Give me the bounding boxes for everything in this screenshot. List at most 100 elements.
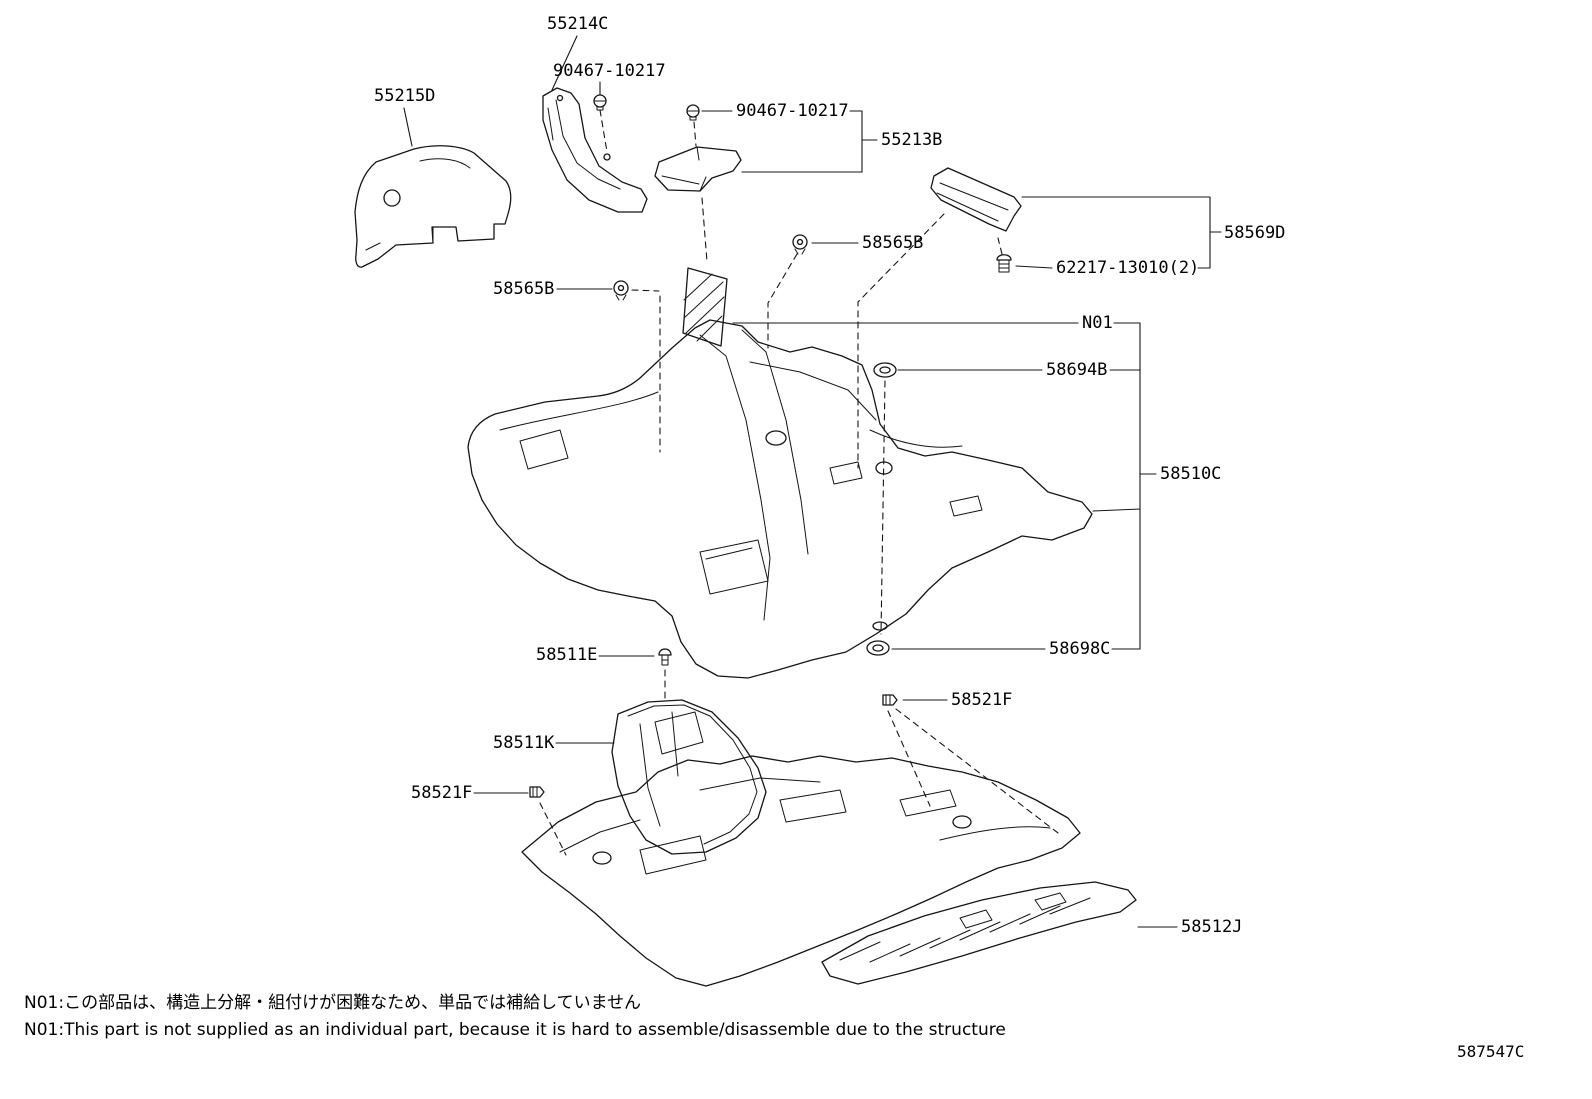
- fastener-62217-13010: [996, 254, 1012, 273]
- part-pedal-pad: [682, 267, 728, 347]
- part-55215D-hole: [383, 189, 401, 207]
- grommet-outer: [873, 362, 897, 378]
- part-label-55213B: 55213B: [881, 130, 943, 150]
- part-label-55215D: 55215D: [374, 86, 436, 106]
- part-label-55214C: 55214C: [547, 14, 609, 34]
- part-55213B: [654, 146, 742, 192]
- leader-62217-13010: [1015, 265, 1053, 269]
- part-55214C-hole: [556, 94, 564, 102]
- clip-legs: [794, 248, 806, 255]
- fastener-58698C: [866, 640, 890, 656]
- part-rear-carpet-hole-1: [592, 851, 612, 865]
- part-55215D-detail: [365, 158, 471, 251]
- part-label-58521F-left: 58521F: [411, 783, 473, 803]
- fastener-58521F-left: [529, 786, 545, 798]
- part-rear-carpet-detail: [559, 777, 1051, 875]
- part-label-58511K: 58511K: [493, 733, 555, 753]
- assembly-dashed-lines: [539, 109, 1059, 856]
- part-rear-carpet-hole-2: [952, 815, 972, 829]
- dash-90467-a: [599, 109, 608, 153]
- part-58510C-tunnel: [699, 329, 809, 621]
- dash-58521F-left: [539, 802, 567, 856]
- fastener-58565B-right: [792, 234, 808, 255]
- part-55214C-clip-hole: [603, 153, 611, 161]
- clip-head: [792, 234, 808, 250]
- part-55214C-detail: [547, 99, 621, 190]
- grommet-ribs: [998, 259, 1010, 273]
- part-58511K-outline: [611, 699, 767, 855]
- figure-code: 587547C: [1457, 1042, 1525, 1061]
- part-55214C: [542, 87, 648, 213]
- clip-center: [796, 238, 804, 246]
- part-label-58512J: 58512J: [1181, 917, 1243, 937]
- grommet-inner: [872, 644, 884, 652]
- part-58510C-details: [499, 361, 983, 595]
- leader-bracket-58510C: [1092, 322, 1157, 650]
- clip-detail: [885, 694, 891, 706]
- dash-58694B-to-58698C: [880, 380, 886, 635]
- part-58511K-detail: [627, 704, 758, 845]
- clip-head: [613, 280, 629, 296]
- clip-center: [617, 284, 625, 292]
- clip-detail: [686, 110, 700, 121]
- fastener-90467-10217-a: [593, 94, 607, 111]
- part-rear-carpet: [521, 755, 1081, 987]
- part-58511K: [611, 699, 767, 855]
- leader-bracket-58569D: [1021, 196, 1222, 269]
- part-label-58569D: 58569D: [1224, 223, 1286, 243]
- part-pedal-pad-hatch: [683, 273, 725, 342]
- fastener-58521F-right: [882, 694, 898, 706]
- grommet-dome: [996, 254, 1012, 261]
- part-58510C: [467, 319, 1093, 679]
- grommet-inner: [879, 366, 891, 374]
- pin-stem: [661, 654, 669, 666]
- part-label-58694B: 58694B: [1046, 360, 1108, 380]
- part-label-90467-10217-b: 90467-10217: [736, 101, 849, 121]
- part-58569D: [930, 167, 1022, 232]
- fastener-58565B-left: [613, 280, 629, 301]
- dash-58565B-right: [767, 253, 798, 349]
- part-label-58565B-left: 58565B: [493, 279, 555, 299]
- part-55214C-outline: [542, 87, 648, 213]
- part-58512J-outline: [821, 881, 1137, 985]
- part-label-58698C: 58698C: [1049, 639, 1111, 659]
- part-58512J: [821, 881, 1137, 985]
- part-pedal-pad-outline: [682, 267, 728, 347]
- part-55213B-detail: [661, 146, 707, 192]
- part-58512J-ribs: [839, 892, 1091, 963]
- dash-90467-b: [693, 121, 697, 147]
- part-55215D-outline: [354, 145, 512, 268]
- dash-58565B-left: [631, 289, 661, 453]
- part-label-62217-13010: 62217-13010(2): [1056, 258, 1200, 278]
- part-55215D: [354, 145, 512, 268]
- clip-detail: [532, 786, 538, 798]
- leader-55215D: [403, 107, 413, 147]
- part-58510C-outline: [467, 319, 1093, 679]
- note-english: N01:This part is not supplied as an indi…: [24, 1020, 1006, 1040]
- clip-legs: [615, 294, 627, 301]
- dash-58521F-right: [887, 708, 1059, 834]
- leader-lines: [403, 35, 1222, 928]
- fastener-90467-10217-b: [686, 104, 700, 121]
- part-58510C-hole-1: [765, 430, 787, 446]
- part-58569D-outline: [930, 167, 1022, 232]
- part-label-58511E: 58511E: [536, 645, 598, 665]
- part-label-58521F-right: 58521F: [951, 690, 1013, 710]
- part-label-58565B-right: 58565B: [862, 233, 924, 253]
- part-label-90467-10217-a: 90467-10217: [553, 61, 666, 81]
- leader-55214C: [551, 35, 578, 91]
- clip-detail: [593, 100, 607, 111]
- grommet-outer: [866, 640, 890, 656]
- part-58510C-hole-2: [875, 461, 893, 475]
- dash-58569D-to-carpet: [857, 213, 945, 469]
- fastener-58694B: [873, 362, 897, 378]
- fastener-58511E: [658, 648, 672, 666]
- part-rear-carpet-outline: [521, 755, 1081, 987]
- note-japanese: N01:この部品は、構造上分解・組付けが困難なため、単品では補給していません: [24, 993, 642, 1013]
- part-58510C-hole-3: [872, 621, 888, 631]
- leader-bracket-55213B: [741, 110, 878, 173]
- part-55213B-outline: [654, 146, 742, 192]
- pin-dome: [658, 648, 672, 656]
